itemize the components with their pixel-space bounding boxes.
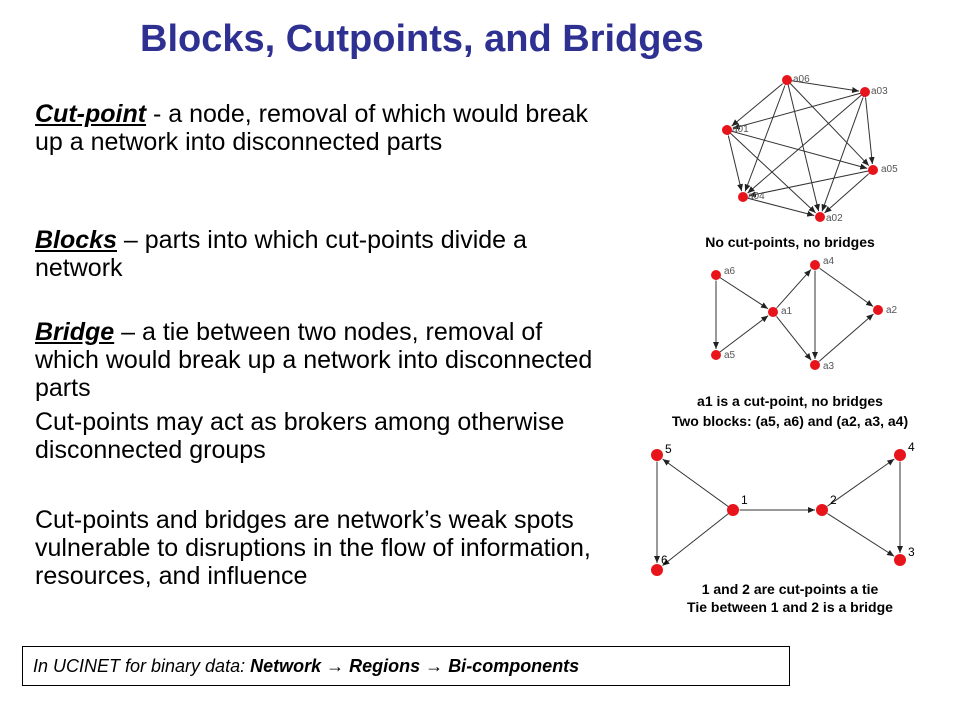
edge (861, 90, 875, 165)
node-label: 6 (661, 553, 668, 567)
node-label: a2 (886, 305, 898, 316)
page-title: Blocks, Cutpoints, and Bridges (140, 18, 704, 60)
edge (726, 129, 868, 170)
node-5 (651, 449, 663, 461)
node-a6 (711, 270, 721, 280)
node-label: a03 (871, 86, 888, 97)
node-label: 4 (908, 440, 915, 454)
edge (812, 261, 874, 307)
graph-one-cutpoint: a6 a4 a1 a2 a5 a3 (711, 256, 898, 372)
blocks-definition: Blocks – parts into which cut-points div… (35, 226, 595, 282)
node-label: a3 (823, 361, 835, 372)
weak-spots-note: Cut-points and bridges are network’s wea… (35, 506, 591, 590)
graph2-caption-line2: Two blocks: (a5, a6) and (a2, a3, a4) (671, 413, 909, 429)
node-6 (651, 564, 663, 576)
node-a3 (810, 360, 820, 370)
edge (820, 458, 895, 513)
graph-with-bridge: 5 4 1 2 6 3 (651, 440, 915, 576)
edge (715, 274, 769, 310)
edge (821, 90, 869, 212)
node-1 (727, 504, 739, 516)
node-a02 (815, 212, 825, 222)
node-3 (894, 554, 906, 566)
node-label: a02 (826, 213, 843, 224)
edge (715, 315, 769, 356)
edge (748, 169, 874, 198)
bridge-term: Bridge (35, 318, 115, 346)
bridge-definition: Bridge – a tie between two nodes, remova… (35, 318, 595, 402)
menu-bi-components: Bi-components (448, 656, 580, 676)
node-label: a06 (793, 74, 810, 85)
edge (731, 77, 790, 127)
node-label: a04 (748, 191, 765, 202)
edge (786, 79, 870, 167)
node-label: 1 (741, 493, 748, 507)
edge (812, 313, 874, 368)
node-a01 (722, 125, 732, 135)
node-label: 3 (908, 545, 915, 559)
blocks-term: Blocks (35, 226, 117, 254)
node-label: 2 (830, 493, 837, 507)
node-label: a6 (724, 266, 736, 277)
blocks-text: – parts into which cut-points divide a n… (35, 226, 527, 282)
edge (820, 507, 895, 557)
node-a5 (711, 350, 721, 360)
bridge-text: – a tie between two nodes, removal of wh… (35, 318, 593, 402)
graph2-caption-line1: a1 is a cut-point, no bridges (697, 393, 883, 409)
cutpoint-definition: Cut-point - a node, removal of which wou… (35, 100, 595, 156)
edge (662, 509, 734, 567)
node-a03 (860, 87, 870, 97)
menu-network: Network (250, 656, 322, 676)
node-a04 (738, 192, 748, 202)
node-a1 (768, 307, 778, 317)
node-a06 (782, 75, 792, 85)
graph1-caption: No cut-points, no bridges (705, 234, 875, 250)
edge (662, 458, 734, 511)
node-label: a05 (881, 164, 898, 175)
arrow-icon: → (326, 656, 345, 676)
edge (824, 167, 876, 214)
node-a4 (810, 260, 820, 270)
node-a2 (873, 305, 883, 315)
edge (786, 79, 860, 93)
graph3-caption-line2: Tie between 1 and 2 is a bridge (687, 599, 893, 615)
footer-prefix: In UCINET for binary data: (33, 656, 251, 676)
graph3-caption-line1: 1 and 2 are cut-points a tie (701, 581, 879, 597)
brokers-note: Cut-points may act as brokers among othe… (35, 408, 565, 464)
arrow-icon: → (425, 656, 444, 676)
node-label: a5 (724, 350, 736, 361)
menu-regions: Regions (349, 656, 421, 676)
node-label: a01 (732, 124, 749, 135)
node-a05 (868, 165, 878, 175)
edge (726, 129, 816, 214)
node-2 (816, 504, 828, 516)
cutpoint-text: - a node, removal of which would break u… (35, 100, 588, 156)
edge (732, 91, 866, 130)
ucinet-instructions: In UCINET for binary data: Network → Reg… (22, 646, 790, 686)
node-label: a4 (823, 256, 835, 267)
cutpoint-term: Cut-point (35, 100, 147, 128)
edge (770, 269, 812, 315)
edge (744, 78, 791, 192)
edge (723, 128, 743, 192)
edge (770, 309, 812, 361)
node-label: 5 (665, 442, 672, 456)
node-label: a1 (781, 306, 793, 317)
graph-no-cutpoints: a06 a03 a01 a05 a04 a02 (722, 74, 898, 224)
edge (742, 196, 815, 217)
node-4 (894, 449, 906, 461)
